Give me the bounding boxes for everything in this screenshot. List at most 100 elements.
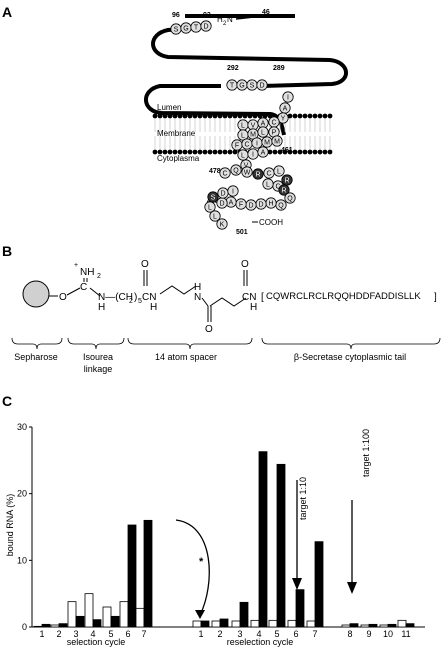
svg-text:M: M: [264, 140, 270, 147]
residue-bead: S: [246, 79, 258, 91]
bar-white: [102, 606, 112, 628]
bar-black: [127, 524, 137, 628]
residue-bead: S: [170, 23, 182, 35]
bar-black: [110, 615, 120, 628]
carryover-arrowhead: [195, 610, 205, 619]
svg-text:S: S: [174, 27, 179, 34]
residue-bead: F: [231, 139, 243, 151]
n-term-n: N: [227, 15, 233, 24]
bar-black: [349, 623, 359, 628]
svg-text:W: W: [244, 170, 251, 177]
bar-white: [268, 619, 278, 628]
svg-text:Q: Q: [233, 168, 239, 175]
residue-bead: I: [282, 91, 294, 103]
bar-black: [258, 451, 268, 628]
residue-bead: C: [219, 167, 231, 179]
bar-black: [405, 623, 415, 628]
residue-bead: T: [190, 21, 202, 33]
ch2-close: ): [134, 292, 137, 303]
target-10-label: target 1:10: [298, 477, 308, 520]
sepharose-label: Sepharose: [14, 352, 58, 362]
residue-bead: R: [278, 184, 290, 196]
residue-bead: L: [273, 165, 285, 177]
nh-mid-h: H: [194, 282, 201, 293]
tail-label: β-Secretase cytoplasmic tail: [294, 352, 406, 362]
residue-num-289: 289: [273, 65, 285, 72]
y-axis-label: bound RNA (%): [5, 494, 15, 557]
residue-num-292: 292: [227, 65, 239, 72]
nh2-label: NH: [80, 267, 94, 278]
bar-white: [50, 624, 60, 628]
residue-bead: T: [226, 79, 238, 91]
bar-black: [143, 519, 153, 628]
residue-bead: G: [180, 22, 192, 34]
nh-mid: N: [194, 292, 201, 303]
x-tick-label: 1: [198, 629, 203, 639]
ch2-sub5: 5: [138, 298, 142, 305]
target-10-arrowhead: [292, 578, 302, 590]
x-tick-label: 3: [237, 629, 242, 639]
svg-text:D: D: [220, 191, 225, 198]
residue-bead: L: [257, 126, 269, 138]
residue-bead: W: [241, 166, 253, 178]
svg-text:S: S: [211, 195, 216, 202]
topology-diagram: Lumen Membrane Cytoplasma H 2 N 46 96 93…: [144, 9, 348, 236]
bar-white: [250, 619, 260, 628]
svg-text:P: P: [272, 130, 277, 137]
bar-white: [360, 624, 370, 628]
o-atom-3: O: [241, 259, 249, 270]
residue-bead: C: [268, 116, 280, 128]
residue-bead: Q: [284, 192, 296, 204]
residue-bead: L: [209, 210, 221, 222]
carryover-arrow: [175, 519, 210, 616]
lumenal-loop-2: [144, 84, 286, 136]
o-atom-2: O: [205, 324, 213, 335]
lumenal-loop-1: [151, 26, 348, 88]
sepharose-bead: [22, 280, 50, 308]
selection-cycle-label: selection cycle: [67, 637, 126, 647]
svg-text:S: S: [250, 83, 255, 90]
x-tick-label: 4: [90, 629, 95, 639]
residue-bead: S: [207, 191, 219, 203]
bar-black: [219, 618, 229, 628]
o-atom: O: [59, 292, 67, 303]
bar-white: [397, 619, 407, 628]
residue-bead: A: [257, 146, 269, 158]
residue-bead: C: [241, 138, 253, 150]
x-tick-label: 2: [56, 629, 61, 639]
x-tick-label: 1: [39, 629, 44, 639]
cytoplasma-label: Cytoplasma: [157, 154, 200, 163]
bar-black: [200, 620, 210, 628]
x-tick-label: 7: [141, 629, 146, 639]
svg-text:A: A: [261, 150, 266, 157]
svg-text:H: H: [268, 201, 273, 208]
star-annotation: *: [199, 556, 204, 568]
bar-black: [387, 623, 397, 628]
residue-bead: M: [271, 135, 283, 147]
x-tick-label: 10: [383, 629, 393, 639]
bar-black: [58, 623, 68, 628]
bar-black: [41, 623, 51, 628]
x-tick-label: 7: [312, 629, 317, 639]
residue-bead: I: [251, 137, 263, 149]
bar-black: [75, 615, 85, 628]
svg-text:A: A: [261, 121, 266, 128]
svg-text:V: V: [251, 123, 256, 130]
peptide-sequence: CQWRCLRCLRQQHDDFADDISLLK: [266, 291, 421, 302]
o-atom-1: O: [141, 259, 149, 270]
bar-black: [314, 541, 324, 628]
y-tick-label: 0: [22, 622, 27, 632]
residue-bead: F: [235, 198, 247, 210]
residue-num-478: 478: [209, 168, 221, 175]
svg-text:T: T: [230, 83, 235, 90]
residue-bead: A: [279, 102, 291, 114]
svg-text:A: A: [283, 106, 288, 113]
svg-text:G: G: [183, 26, 188, 33]
residue-bead: C: [263, 167, 275, 179]
x-tick-label: 5: [274, 629, 279, 639]
spacer-label: 14 atom spacer: [155, 352, 217, 362]
bar-white: [379, 624, 389, 628]
svg-text:Q: Q: [278, 203, 284, 210]
peptide-bracket-open: [: [261, 292, 264, 303]
